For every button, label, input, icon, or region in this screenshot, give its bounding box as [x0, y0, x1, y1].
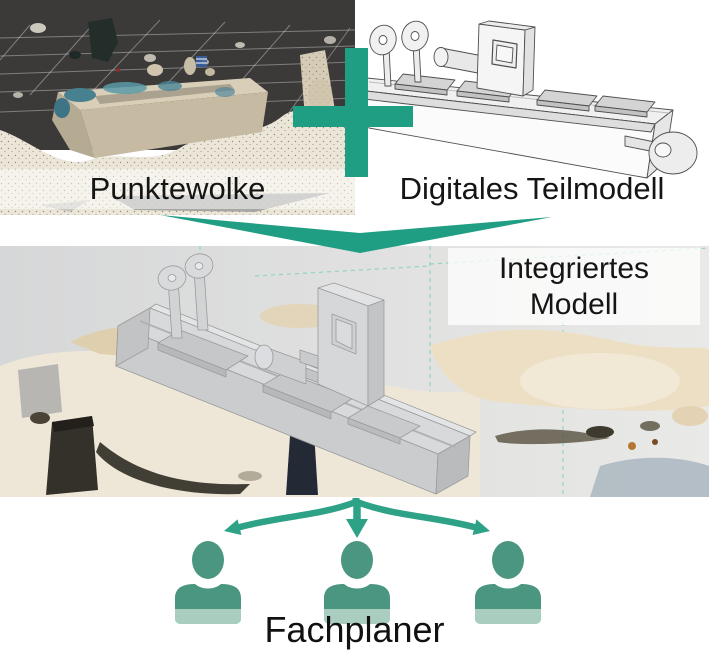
spool-icon: [369, 20, 429, 56]
cad-drawing-graphic: [355, 0, 709, 215]
dark-object: [88, 18, 118, 62]
merge-arrow-icon: [160, 215, 552, 253]
spool-icon: [157, 253, 214, 291]
arrow-curved-left-icon: [224, 498, 360, 535]
striped-object: [196, 56, 207, 67]
cad-machine-overlay: [115, 253, 477, 495]
branch-arrows: [224, 498, 490, 538]
punktewolke-label: Punktewolke: [0, 169, 355, 209]
arrow-curved-right-icon: [353, 498, 490, 535]
point-cloud-image: Punktewolke: [0, 0, 355, 215]
integrated-model-label: Integriertes Modell: [448, 248, 700, 325]
distribution-graphic: [175, 498, 541, 624]
person-icon: [475, 541, 541, 624]
plus-icon: [293, 48, 413, 177]
person-icon: [324, 541, 390, 624]
digital-model-image: Digitales Teilmodell: [355, 0, 709, 215]
scanned-machine: [52, 68, 268, 158]
integrated-model-label-line1: Integriertes: [498, 252, 650, 285]
cad-machine: [355, 20, 698, 179]
fachplaner-label: Fachplaner: [264, 609, 445, 650]
scan-artifacts: [18, 364, 709, 497]
integrated-model-image: Integriertes Modell: [0, 246, 709, 497]
digitales-teilmodell-label: Digitales Teilmodell: [399, 171, 665, 206]
integrated-model-label-line2: Modell: [529, 288, 619, 321]
person-icon: [175, 541, 241, 624]
